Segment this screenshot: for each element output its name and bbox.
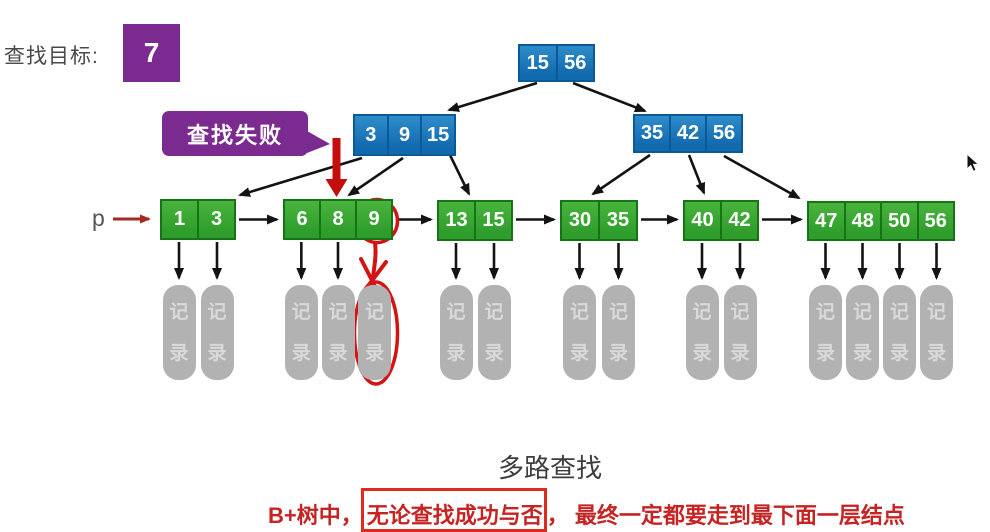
node-key-cell: 15 bbox=[422, 116, 455, 154]
tree-edge-arrow bbox=[347, 156, 404, 197]
note-prefix: B+树中， bbox=[268, 503, 363, 528]
node-key-cell: 9 bbox=[357, 201, 391, 238]
record-label: 记录 bbox=[484, 301, 504, 364]
record-box: 记录 bbox=[162, 285, 196, 380]
record-box: 记录 bbox=[439, 285, 473, 380]
node-key-cell: 8 bbox=[321, 201, 355, 238]
record-box: 记录 bbox=[920, 285, 953, 380]
record-label: 记录 bbox=[608, 301, 628, 364]
record-label: 记录 bbox=[446, 301, 466, 364]
search-failed-callout: 查找失败 bbox=[162, 111, 308, 156]
record-label: 记录 bbox=[815, 301, 835, 364]
record-label: 记录 bbox=[291, 301, 311, 364]
tree-edge-arrow bbox=[572, 81, 647, 113]
pointer-p-label: p bbox=[92, 205, 105, 231]
record-label: 记录 bbox=[889, 301, 909, 364]
bottom-note: B+树中，无论查找成功与否， 最终一定都要走到最下面一层结点 bbox=[268, 503, 905, 529]
record-box: 记录 bbox=[846, 285, 879, 380]
node-key-cell: 48 bbox=[845, 203, 880, 239]
node-key-cell: 30 bbox=[562, 202, 598, 239]
record-label: 记录 bbox=[730, 301, 750, 364]
record-label: 记录 bbox=[207, 301, 227, 364]
record-label: 记录 bbox=[926, 301, 946, 364]
record-label: 记录 bbox=[169, 301, 189, 364]
record-box: 记录 bbox=[602, 285, 635, 380]
tree-edge-arrow bbox=[591, 153, 651, 196]
callout-tail bbox=[307, 131, 330, 153]
node-key-cell: 15 bbox=[476, 202, 511, 239]
node-key-cell: 35 bbox=[635, 116, 669, 151]
record-box: 记录 bbox=[477, 285, 511, 380]
node-key-cell: 50 bbox=[882, 203, 917, 239]
note-suffix: ， 最终一定都要走到最下面一层结点 bbox=[546, 503, 905, 528]
node-key-cell: 9 bbox=[388, 116, 421, 154]
record-label: 记录 bbox=[569, 301, 589, 364]
node-key-cell: 47 bbox=[809, 203, 844, 239]
mouse-cursor bbox=[966, 152, 980, 172]
record-box: 记录 bbox=[883, 285, 916, 380]
record-label: 记录 bbox=[692, 301, 712, 364]
node-key-cell: 1 bbox=[162, 201, 197, 238]
record-label: 记录 bbox=[852, 301, 872, 364]
node-key-cell: 15 bbox=[520, 46, 556, 80]
node-key-cell: 13 bbox=[439, 202, 474, 239]
record-box: 记录 bbox=[200, 285, 234, 380]
record-box: 记录 bbox=[809, 285, 842, 380]
record-box: 记录 bbox=[358, 285, 392, 380]
node-key-cell: 56 bbox=[557, 46, 593, 80]
node-key-cell: 42 bbox=[671, 116, 705, 151]
diagram-caption: 多路查找 bbox=[497, 453, 602, 483]
tree-edge-arrow bbox=[447, 152, 471, 196]
note-boxed-phrase: 无论查找成功与否 bbox=[366, 503, 543, 528]
record-box: 记录 bbox=[685, 285, 719, 380]
red-arrow-annotation bbox=[325, 138, 348, 197]
node-key-cell: 56 bbox=[918, 203, 953, 239]
node-key-cell: 3 bbox=[355, 116, 387, 154]
record-label: 记录 bbox=[328, 301, 348, 364]
record-box: 记录 bbox=[723, 285, 757, 380]
tree-edge-arrow bbox=[723, 154, 801, 200]
node-key-cell: 56 bbox=[707, 116, 741, 151]
record-box: 记录 bbox=[284, 285, 318, 380]
node-key-cell: 35 bbox=[600, 202, 636, 239]
node-key-cell: 6 bbox=[285, 201, 319, 238]
node-key-cell: 3 bbox=[199, 201, 234, 238]
tree-edge-arrow bbox=[238, 156, 363, 197]
node-key-cell: 42 bbox=[722, 202, 757, 239]
tree-edge-arrow bbox=[447, 81, 538, 112]
record-box: 记录 bbox=[563, 285, 596, 380]
tree-edge-arrow bbox=[687, 154, 706, 195]
record-box: 记录 bbox=[321, 285, 355, 380]
search-target-label: 查找目标: bbox=[4, 45, 99, 68]
search-target-value: 7 bbox=[123, 24, 180, 82]
record-label: 记录 bbox=[365, 301, 385, 364]
node-key-cell: 40 bbox=[685, 202, 720, 239]
